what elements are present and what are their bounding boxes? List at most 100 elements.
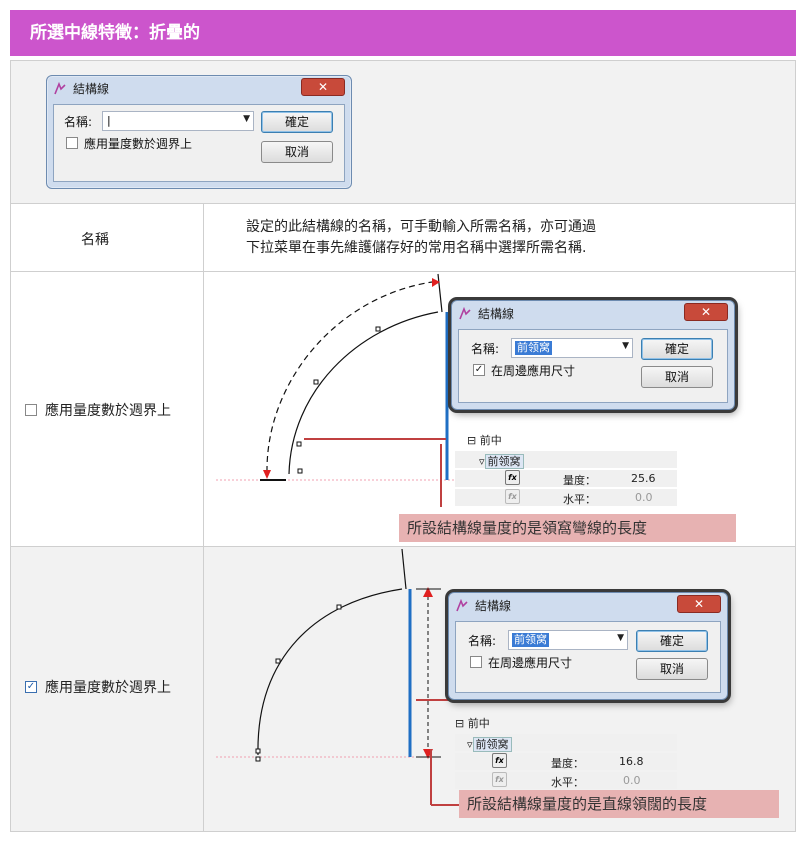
close-button[interactable]: ✕ [677,595,721,613]
name-description-line1: 設定的此結構線的名稱，可手動輸入所需名稱，亦可通過 [246,219,596,235]
tree-group: ⊟ 前中 [455,717,490,730]
perimeter-label: 在周邊應用尺寸 [491,364,576,378]
dialog-title: 結構線 [475,599,512,613]
ok-button[interactable]: 確定 [261,111,333,133]
dialog-body: 名稱: 前领窝 ▼ ✓ 在周邊應用尺寸 確定 取消 [458,329,728,403]
apply-perimeter-checkbox[interactable] [66,137,78,149]
fx-icon[interactable]: fx [505,470,520,485]
measure-label: 量度： [563,474,596,487]
name-selected-value: 前领窝 [515,341,552,355]
fx-icon: fx [505,489,520,504]
curve-point [255,756,261,762]
curve-point [296,441,302,447]
measure-value[interactable]: 25.6 [631,472,656,485]
name-description-line2: 下拉菜單在事先維護儲存好的常用名稱中選擇所需名稱. [246,240,587,256]
curve-point [313,379,319,385]
cancel-button[interactable]: 取消 [261,141,333,163]
fx-icon[interactable]: fx [492,753,507,768]
feature-table: 結構線 ✕ 名稱: | ▼ 應用量度數於週界上 確定 取消 名稱 設定的此結構線… [10,60,796,832]
chevron-down-icon[interactable]: ▼ [622,341,629,351]
option-label: 應用量度數於週界上 [45,680,171,696]
column-divider [203,204,204,271]
dialog-leader [416,699,454,701]
app-icon [54,82,66,95]
cancel-button[interactable]: 取消 [641,366,713,388]
measure-value[interactable]: 16.8 [619,755,644,768]
chevron-down-icon[interactable]: ▼ [243,114,250,124]
fx-icon: fx [492,772,507,787]
chevron-down-icon[interactable]: ▼ [617,633,624,643]
ok-button[interactable]: 確定 [641,338,713,360]
name-term: 名稱 [81,232,109,248]
dialog-titlebar: 結構線 [452,301,734,327]
name-description-row: 名稱 設定的此結構線的名稱，可手動輸入所需名稱，亦可通過 下拉菜單在事先維護儲存… [11,204,795,272]
curve-point [255,748,261,754]
tree-item[interactable]: ▿前领窝 [467,736,512,752]
measure-label: 量度： [551,757,584,770]
dialog-body: 名稱: 前领窝 ▼ 在周邊應用尺寸 確定 取消 [455,621,721,693]
name-combobox[interactable]: 前领窝 ▼ [511,338,633,358]
curve-point [297,468,303,474]
app-icon [459,307,471,320]
option-label: 應用量度數於週界上 [45,403,171,419]
unchecked-option-row: 應用量度數於週界上 結構線 ✕ 名稱: 前 [11,272,795,547]
name-combobox[interactable]: | ▼ [102,111,254,131]
horizontal-value: 0.0 [623,774,641,787]
arrow-head-bottom [263,470,271,479]
curve-diagram-checked [216,548,441,762]
dialog-body: 名稱: | ▼ 應用量度數於週界上 確定 取消 [53,104,345,182]
group-label: 前中 [467,717,490,730]
perimeter-checkbox-checked[interactable]: ✓ [473,364,485,376]
horizontal-label: 水平： [563,493,596,506]
structure-line-dialog: 結構線 ✕ 名稱: | ▼ 應用量度數於週界上 確定 取消 [46,75,352,189]
curve-point [375,326,381,332]
name-combobox[interactable]: 前领窝 ▼ [508,630,628,650]
arrow-head-top [432,278,440,287]
dialog-preview-row: 結構線 ✕ 名稱: | ▼ 應用量度數於週界上 確定 取消 [11,61,795,204]
close-button[interactable]: ✕ [684,303,728,321]
tree-item[interactable]: ▿前领窝 [479,453,524,469]
curve-diagram-unchecked [216,273,461,481]
neckline-curve [257,588,403,756]
structure-line-dialog-unchecked: 結構線 ✕ 名稱: 前领窝 ▼ ✓ 在周邊應用尺寸 確定 取消 [451,300,735,410]
name-label: 名稱: [64,115,93,129]
group-label: 前中 [479,434,502,447]
name-label: 名稱: [471,342,500,356]
option-checkbox-checked[interactable]: ✓ [25,681,37,693]
center-front-line [437,273,443,313]
measure-arc [266,281,433,473]
app-icon [456,599,468,612]
structure-line-dialog-checked: 結構線 ✕ 名稱: 前领窝 ▼ 在周邊應用尺寸 確定 取消 [448,592,728,700]
tree-group: ⊟ 前中 [467,434,502,447]
curve-point [336,604,342,610]
arrow-head-top [423,587,433,597]
caption-leader [430,749,461,806]
close-button[interactable]: ✕ [301,78,345,96]
caption-leader [440,444,442,507]
caption-checked: 所設結構線量度的是直線領闊的長度 [459,790,779,818]
neckline-curve [288,311,439,475]
prop-row [455,772,677,789]
name-label: 名稱: [468,634,497,648]
column-divider [203,547,204,831]
item-label: 前领窝 [484,454,524,469]
prop-row [455,753,677,770]
page-title: 所選中線特徵：折疊的 [10,10,796,56]
perimeter-checkbox-unchecked[interactable] [470,656,482,668]
dialog-title: 結構線 [478,307,515,321]
option-checkbox-unchecked[interactable] [25,404,37,416]
horizontal-value: 0.0 [635,491,653,504]
center-front-line [401,548,407,590]
checked-option-row: ✓ 應用量度數於週界上 結構線 ✕ [11,547,795,831]
perimeter-label: 在周邊應用尺寸 [488,656,573,670]
item-label: 前领窝 [472,737,512,752]
curve-point [275,658,281,664]
dialog-title: 結構線 [73,82,110,96]
ok-button[interactable]: 確定 [636,630,708,652]
column-divider [203,272,204,546]
name-input-value: | [107,114,111,127]
cancel-button[interactable]: 取消 [636,658,708,680]
apply-perimeter-label: 應用量度數於週界上 [84,137,193,151]
caption-unchecked: 所設結構線量度的是領窩彎線的長度 [399,514,736,542]
horizontal-label: 水平： [551,776,584,789]
